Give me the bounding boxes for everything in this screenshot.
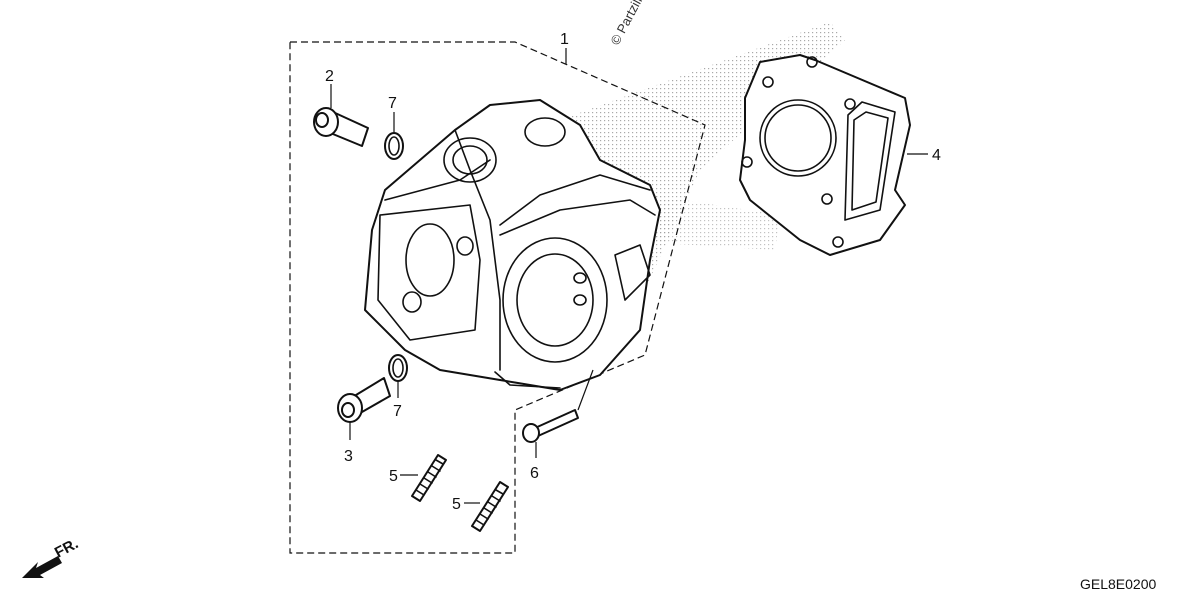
watermark-text: © Partzilla.com: [607, 0, 661, 47]
valve-guide-upper[interactable]: [313, 84, 369, 147]
valve-guide-lower[interactable]: [337, 377, 391, 440]
stud-bolt-b[interactable]: [464, 481, 509, 532]
o-ring-upper[interactable]: [384, 112, 404, 160]
callout-1: 1: [560, 31, 569, 48]
callout-2: 2: [325, 68, 334, 85]
callout-4: 4: [932, 147, 941, 164]
front-arrow-icon: [22, 556, 62, 578]
flange-bolt[interactable]: [522, 369, 594, 458]
front-direction-marker: FR.: [22, 535, 81, 578]
stud-bolt-a[interactable]: [400, 454, 447, 502]
o-ring-lower[interactable]: [388, 354, 408, 398]
callout-6: 6: [530, 465, 539, 482]
callout-5b: 5: [452, 496, 461, 513]
cylinder-head[interactable]: [364, 99, 661, 391]
callout-7a: 7: [388, 95, 397, 112]
callout-3: 3: [344, 448, 353, 465]
callout-7b: 7: [393, 403, 402, 420]
diagram-code: GEL8E0200: [1080, 576, 1156, 592]
head-gasket[interactable]: [739, 54, 928, 256]
callout-5a: 5: [389, 468, 398, 485]
